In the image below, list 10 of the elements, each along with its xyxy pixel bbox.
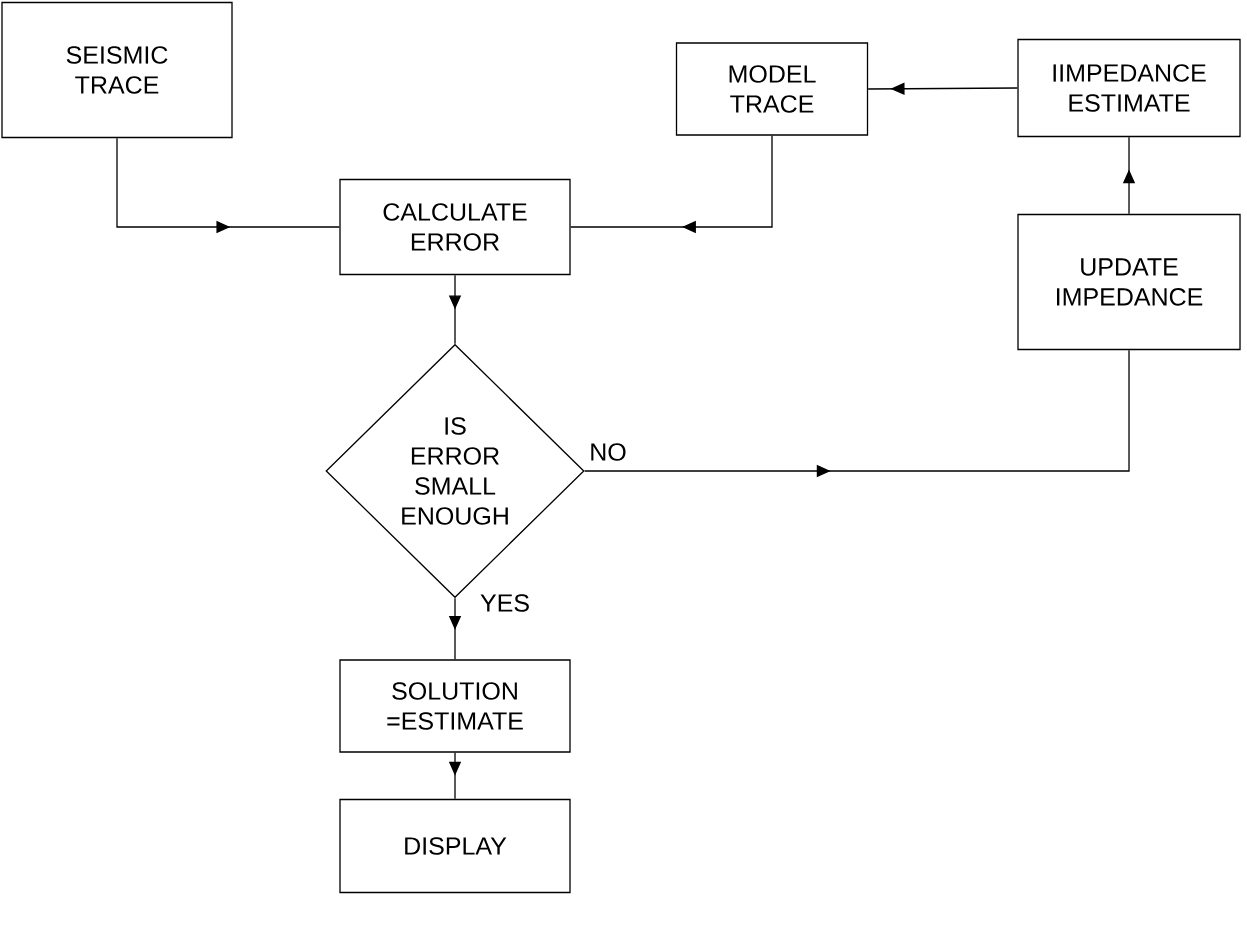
edge-label: NO: [588, 442, 628, 462]
process-box: DISPLAY: [339, 798, 571, 894]
process-box: SOLUTION =ESTIMATE: [339, 659, 571, 753]
process-box: CALCULATE ERROR: [339, 178, 571, 276]
process-box: SEISMIC TRACE: [1, 1, 233, 139]
process-box: MODEL TRACE: [675, 42, 869, 136]
process-box: UPDATE IMPEDANCE: [1017, 213, 1241, 351]
arrow: [867, 82, 1018, 95]
process-box: IIMPEDANCE ESTIMATE: [1017, 38, 1241, 138]
arrow: [570, 135, 773, 234]
